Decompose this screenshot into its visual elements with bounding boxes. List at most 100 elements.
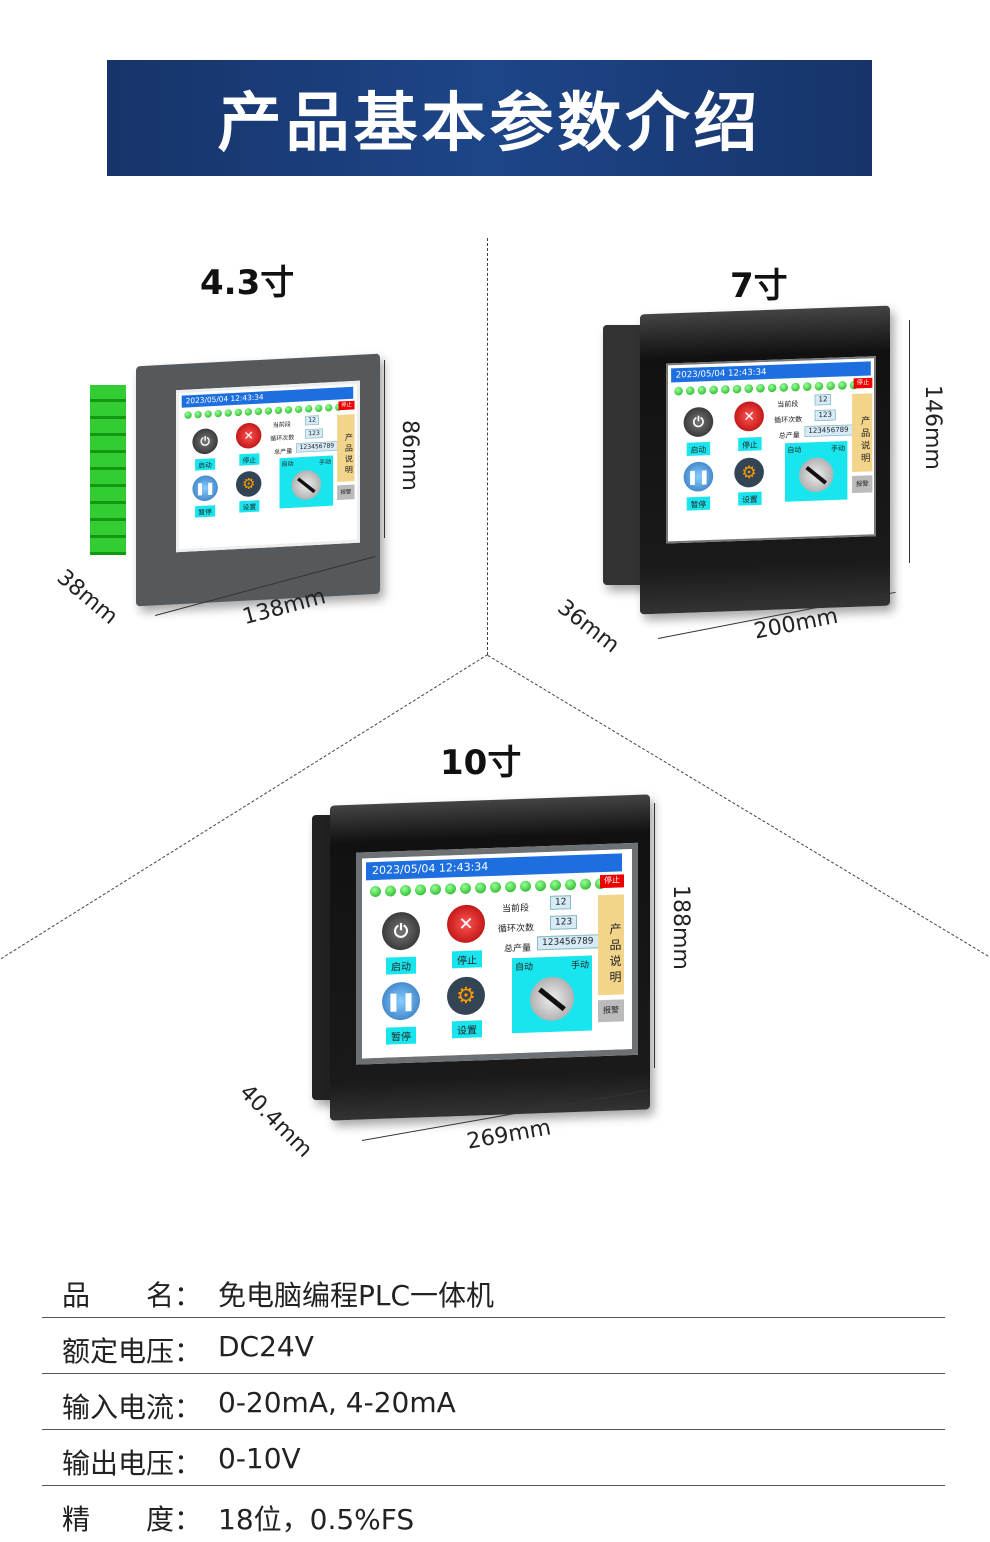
led-indicator [709, 385, 718, 395]
led-indicator [284, 405, 293, 414]
settings-button[interactable]: 设置 [738, 491, 762, 506]
led-indicator [264, 407, 273, 415]
manual-button[interactable]: 产品说明 [337, 414, 355, 483]
start-button[interactable]: 启动 [195, 458, 216, 471]
label: 当前段 [777, 400, 799, 410]
dim-depth: 36mm [552, 595, 624, 659]
alarm-indicator: 停止 [600, 874, 624, 889]
pause-button[interactable]: 暂停 [386, 1026, 416, 1045]
led-indicator [732, 384, 742, 394]
led-indicator [826, 381, 835, 391]
led-indicator [520, 880, 531, 892]
spec-key: 品 名： [62, 1279, 203, 1312]
alarm-button[interactable]: 报警 [852, 475, 873, 494]
led-indicator [234, 408, 242, 417]
stop-button[interactable]: 停止 [452, 950, 482, 969]
hmi-screen: 2023/05/04 12:43:34 停止 ⏻ 启动 ✕ 停止 ❚❚ 暂停 ⚙… [179, 383, 359, 528]
close-icon[interactable]: ✕ [235, 422, 262, 450]
stop-button[interactable]: 停止 [738, 436, 762, 452]
value[interactable]: 123456789 [537, 934, 599, 951]
start-button[interactable]: 启动 [686, 441, 711, 456]
alarm-indicator: 停止 [338, 400, 355, 411]
alarm-button[interactable]: 报警 [337, 484, 355, 501]
label: 总产量 [778, 431, 800, 441]
start-button[interactable]: 启动 [386, 956, 416, 975]
value[interactable]: 123456789 [296, 441, 338, 453]
pause-button[interactable]: 暂停 [686, 496, 711, 511]
model-label: 7寸 [730, 266, 788, 306]
spec-key: 输出电压： [62, 1447, 203, 1480]
led-indicator [445, 883, 456, 895]
label: 循环次数 [270, 434, 295, 443]
led-indicator [721, 385, 730, 394]
pause-icon[interactable]: ❚❚ [683, 461, 714, 492]
knob-icon[interactable] [799, 457, 834, 493]
spec-row: 精 度： 18位，0.5%FS [42, 1486, 945, 1542]
value[interactable]: 123 [304, 428, 324, 439]
spec-value: 免电脑编程PLC一体机 [218, 1279, 495, 1312]
alarm-button[interactable]: 报警 [598, 999, 624, 1023]
label: 当前段 [272, 421, 291, 430]
settings-button[interactable]: 设置 [239, 500, 260, 513]
close-icon[interactable]: ✕ [447, 904, 485, 944]
pause-icon[interactable]: ❚❚ [192, 474, 218, 502]
title-banner: 产品基本参数介绍 [107, 60, 872, 176]
manual-button[interactable]: 产品说明 [852, 393, 873, 473]
page-title: 产品基本参数介绍 [217, 87, 762, 161]
led-indicator [744, 384, 754, 394]
led-indicator [475, 882, 486, 894]
value[interactable]: 123 [550, 914, 578, 930]
label: 总产量 [504, 943, 532, 955]
spec-value: 0-20mA, 4-20mA [218, 1386, 456, 1419]
dim-depth: 40.4mm [234, 1080, 317, 1163]
value[interactable]: 12 [814, 394, 832, 406]
led-indicator [779, 383, 789, 392]
manual-label: 手动 [570, 960, 589, 972]
settings-button[interactable]: 设置 [452, 1020, 482, 1039]
spec-key: 精 度： [62, 1503, 203, 1536]
value[interactable]: 12 [550, 895, 572, 910]
manual-label: 手动 [319, 458, 332, 467]
mode-switch[interactable]: 自动手动 [279, 455, 334, 509]
manual-button[interactable]: 产品说明 [598, 894, 624, 996]
mode-switch[interactable]: 自动手动 [512, 955, 592, 1034]
led-indicator [505, 881, 516, 893]
gear-icon[interactable]: ⚙ [447, 976, 485, 1016]
led-indicator [325, 403, 333, 412]
led-indicator [838, 380, 847, 390]
led-indicator [685, 386, 695, 396]
pause-button[interactable]: 暂停 [195, 505, 216, 518]
value[interactable]: 12 [304, 415, 320, 426]
led-indicator [194, 410, 202, 419]
value[interactable]: 123456789 [804, 424, 853, 438]
led-indicator [580, 878, 591, 890]
dim-height: 188mm [668, 885, 693, 970]
led-indicator [535, 880, 546, 892]
led-indicator [315, 404, 323, 413]
power-icon[interactable]: ⏻ [192, 427, 218, 455]
power-icon[interactable]: ⏻ [683, 406, 714, 438]
device-10: 2023/05/04 12:43:34 停止 ⏻ 启动 ✕ 停止 ❚❚ 暂停 ⚙… [330, 794, 650, 1121]
value[interactable]: 123 [814, 409, 836, 422]
led-indicator [550, 879, 561, 891]
led-indicator [214, 409, 222, 418]
dim-height: 86mm [397, 420, 422, 491]
manual-label: 手动 [831, 445, 846, 454]
mode-switch[interactable]: 自动手动 [785, 441, 848, 502]
knob-icon[interactable] [291, 469, 322, 501]
led-indicator [244, 408, 253, 416]
gear-icon[interactable]: ⚙ [235, 470, 262, 498]
gear-icon[interactable]: ⚙ [734, 457, 764, 488]
spec-value: 18位，0.5%FS [218, 1503, 415, 1536]
spec-value: DC24V [218, 1330, 314, 1363]
close-icon[interactable]: ✕ [734, 401, 764, 432]
power-icon[interactable]: ⏻ [382, 911, 420, 951]
led-indicator [814, 381, 824, 391]
led-indicator [802, 382, 812, 392]
led-indicator [767, 383, 777, 393]
hmi-screen: 2023/05/04 12:43:34 停止 ⏻ 启动 ✕ 停止 ❚❚ 暂停 ⚙… [362, 849, 630, 1059]
stop-button[interactable]: 停止 [239, 453, 260, 466]
divider [487, 238, 488, 655]
knob-icon[interactable] [530, 976, 574, 1022]
pause-icon[interactable]: ❚❚ [382, 981, 420, 1021]
